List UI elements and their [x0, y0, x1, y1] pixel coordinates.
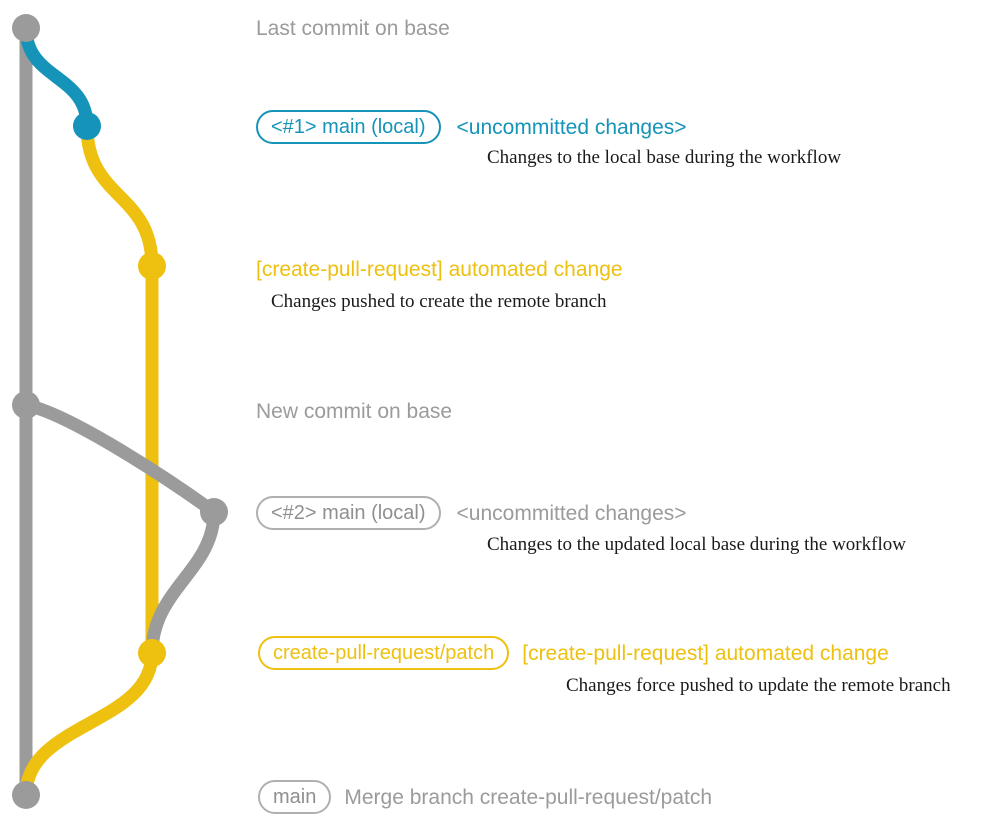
- commit-message-automated-change-2: [create-pull-request] automated change: [522, 641, 889, 665]
- branch-pill-main-local-1[interactable]: <#1> main (local): [256, 110, 441, 144]
- branch-pill-main-local-2[interactable]: <#2> main (local): [256, 496, 441, 530]
- commit-node-base-top[interactable]: [12, 14, 40, 42]
- edge-patch2-to-merge: [19, 646, 159, 802]
- commit-message-new-commit-on-base: New commit on base: [256, 399, 453, 423]
- commit-node-base-mid[interactable]: [12, 391, 40, 419]
- detail-text-local-1: Changes to the local base during the wor…: [487, 147, 842, 168]
- commit-message-automated-change-1: [create-pull-request] automated change: [256, 257, 623, 281]
- commit-node-local-1[interactable]: [73, 112, 101, 140]
- row-local-commit-2: <#2> main (local) <uncommitted changes>: [256, 496, 687, 530]
- commit-message-last-commit-on-base: Last commit on base: [256, 16, 450, 40]
- edge-local2-to-patch2: [145, 505, 221, 660]
- commit-node-local-2[interactable]: [200, 498, 228, 526]
- commit-message-local-1: <uncommitted changes>: [456, 115, 687, 139]
- edge-local1-to-patch1: [80, 119, 159, 273]
- detail-text-local-2: Changes to the updated local base during…: [487, 534, 906, 555]
- commit-node-base-bottom[interactable]: [12, 781, 40, 809]
- detail-text-automated-change-2: Changes force pushed to update the remot…: [566, 675, 951, 696]
- commit-message-local-2: <uncommitted changes>: [456, 501, 687, 525]
- commit-node-patch-2[interactable]: [138, 639, 166, 667]
- row-last-commit-on-base: Last commit on base: [256, 14, 450, 42]
- row-local-commit-1: <#1> main (local) <uncommitted changes>: [256, 110, 687, 144]
- branch-pill-create-pull-request-patch[interactable]: create-pull-request/patch: [258, 636, 510, 670]
- commit-message-merge: Merge branch create-pull-request/patch: [344, 785, 713, 809]
- row-automated-change-2: create-pull-request/patch [create-pull-r…: [258, 636, 889, 670]
- edge-basemid-to-local2: [19, 398, 221, 519]
- row-new-commit-on-base: New commit on base: [256, 397, 452, 425]
- row-automated-change-1: [create-pull-request] automated change: [256, 255, 623, 283]
- row-merge-commit: main Merge branch create-pull-request/pa…: [258, 780, 712, 814]
- commit-node-patch-1[interactable]: [138, 252, 166, 280]
- edge-base-to-local1: [19, 21, 94, 133]
- branch-pill-main[interactable]: main: [258, 780, 332, 814]
- detail-text-automated-change-1: Changes pushed to create the remote bran…: [271, 291, 607, 312]
